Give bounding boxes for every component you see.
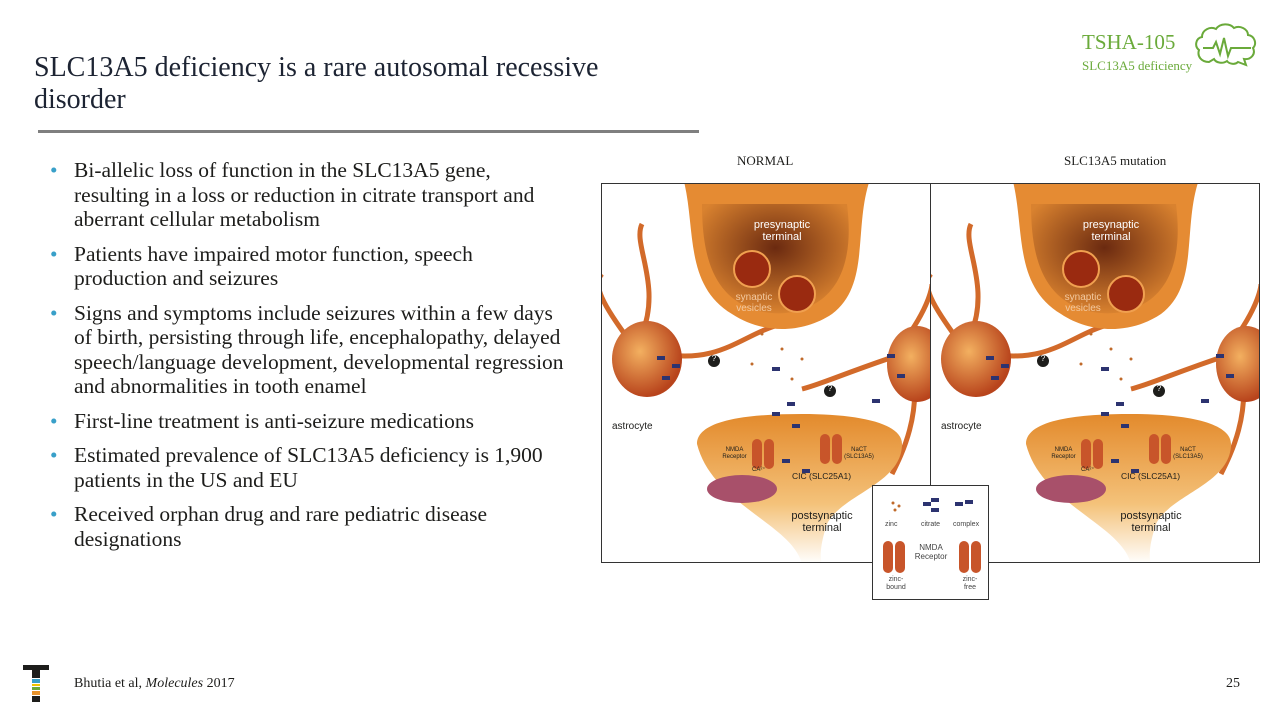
slide-title: SLC13A5 deficiency is a rare autosomal r… <box>34 52 599 115</box>
brand-subtitle: SLC13A5 deficiency <box>1082 58 1193 73</box>
synapse-illustration <box>931 184 1259 562</box>
question-mark: ? <box>1040 354 1046 363</box>
cic-label: CIC (SLC25A1) <box>1121 471 1181 481</box>
figure-legend: zinc citrate complex NMDA Receptor zinc-… <box>872 485 989 600</box>
legend-citrate: citrate <box>921 521 941 528</box>
brand-name: TSHA-105 <box>1082 30 1176 54</box>
postsynaptic-label: postsynaptic terminal <box>1120 510 1182 535</box>
company-logo <box>23 665 49 702</box>
presynaptic-label: presynaptic terminal <box>1082 219 1140 244</box>
vesicles-label: synaptic vesicles <box>735 292 773 314</box>
legend-complex: complex <box>953 521 980 528</box>
nact-label: NaCT (SLC13A5) <box>844 447 874 460</box>
legend-nmda: NMDA Receptor <box>914 543 948 561</box>
cic-label: CIC (SLC25A1) <box>792 471 852 481</box>
nmda-label: NMDA Receptor <box>1051 447 1076 460</box>
bullet-list: Bi-allelic loss of function in the SLC13… <box>50 158 570 561</box>
citation-year: 2017 <box>203 676 235 691</box>
legend-zinc: zinc <box>885 521 898 528</box>
postsynaptic-label: postsynaptic terminal <box>791 510 853 535</box>
question-mark: ? <box>711 354 717 363</box>
legend-zinc-free: zinc-free <box>962 576 978 591</box>
vesicles-label: synaptic vesicles <box>1064 292 1102 314</box>
calcium-label: CA²⁺ <box>1081 467 1095 473</box>
calcium-label: CA²⁺ <box>752 467 766 473</box>
bullet-item: Bi-allelic loss of function in the SLC13… <box>50 158 570 232</box>
nact-label: NaCT (SLC13A5) <box>1173 447 1203 460</box>
nmda-label: NMDA Receptor <box>722 447 747 460</box>
bullet-item: First-line treatment is anti-seizure med… <box>50 409 570 434</box>
presynaptic-label: presynaptic terminal <box>753 219 811 244</box>
bullet-item: Estimated prevalence of SLC13A5 deficien… <box>50 443 570 492</box>
panel-heading-normal: NORMAL <box>737 153 794 168</box>
legend-zinc-bound: zinc-bound <box>886 576 906 591</box>
citation-authors: Bhutia et al, <box>74 676 146 691</box>
brand-block: TSHA-105 SLC13A5 deficiency <box>1082 30 1192 74</box>
title-divider <box>38 130 699 133</box>
brain-icon <box>1195 23 1257 67</box>
question-mark: ? <box>827 384 833 393</box>
citation: Bhutia et al, Molecules 2017 <box>74 676 235 692</box>
bullet-item: Signs and symptoms include seizures with… <box>50 301 570 399</box>
citation-journal: Molecules <box>145 676 204 691</box>
page-number: 25 <box>1226 676 1240 691</box>
synapse-illustration <box>602 184 930 562</box>
panel-heading-mutation: SLC13A5 mutation <box>1064 153 1167 168</box>
synapse-panel-normal: presynaptic terminal synaptic vesicles a… <box>601 183 931 563</box>
astrocyte-label: astrocyte <box>612 421 653 432</box>
astrocyte-label: astrocyte <box>941 421 982 432</box>
question-mark: ? <box>1156 384 1162 393</box>
bullet-item: Received orphan drug and rare pediatric … <box>50 502 570 551</box>
bullet-item: Patients have impaired motor function, s… <box>50 242 570 291</box>
legend-symbols <box>883 498 981 573</box>
